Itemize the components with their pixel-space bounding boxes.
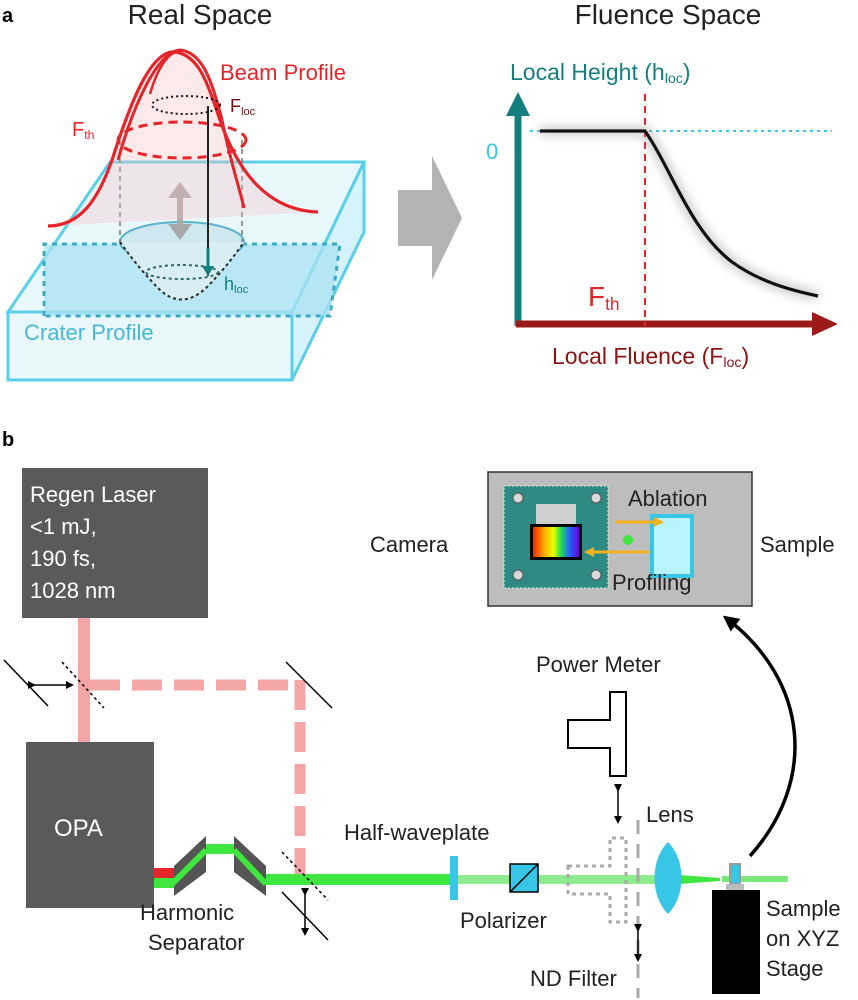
beam-profile-label: Beam Profile [220, 60, 346, 85]
polarizer-label: Polarizer [460, 908, 547, 933]
fundamental-beam [78, 618, 306, 880]
inset-sample [650, 514, 694, 578]
h-loc-label: hloc [224, 274, 249, 296]
stage-label-line-2: on XYZ [766, 926, 839, 951]
sample-label: Sample [760, 532, 835, 557]
laser-line-3: 190 fs, [30, 546, 96, 571]
ablation-label: Ablation [628, 486, 708, 511]
opa-label: OPA [54, 815, 103, 842]
harmonic-separator-line-1: Harmonic [140, 900, 234, 925]
harmonic-separator [169, 836, 269, 896]
crater-profile-label: Crater Profile [24, 320, 154, 345]
flip-mirror-1 [3, 659, 105, 709]
height-curve [540, 129, 819, 298]
real-space-title: Real Space [128, 0, 273, 30]
flip-mirror-3 [281, 851, 329, 941]
beam-profile [47, 48, 319, 276]
half-waveplate-label: Half-waveplate [344, 820, 490, 845]
laser-line-1: Regen Laser [30, 482, 156, 507]
opa-box [26, 742, 154, 908]
camera-label: Camera [370, 532, 449, 557]
green-beam [266, 874, 458, 885]
regen-laser-box [22, 468, 208, 618]
polarizer [509, 863, 539, 893]
threshold-label: Fth [588, 281, 620, 314]
x-axis-label: Local Fluence (Floc) [552, 343, 749, 371]
half-waveplate [450, 856, 458, 900]
mirror-2 [285, 661, 333, 709]
panel-a-label: a [2, 5, 14, 27]
zoom-arrow [722, 615, 797, 858]
gray-double-arrow [168, 182, 192, 240]
laser-line-4: 1028 nm [30, 578, 116, 603]
green-spot [623, 535, 633, 545]
harmonic-separator-line-2: Separator [148, 930, 245, 955]
sample-stage [712, 863, 760, 994]
stage-label-line-3: Stage [766, 956, 824, 981]
green-beam-2 [458, 875, 658, 884]
laser-line-2: <1 mJ, [30, 514, 97, 539]
transform-arrow [398, 156, 462, 280]
panel-b-label: b [2, 429, 14, 451]
lens-label: Lens [646, 802, 694, 827]
stage-label-line-1: Sample [766, 896, 841, 921]
green-beam-tail [722, 876, 788, 882]
fluence-plot: Local Height (hloc) 0 Fth Local Fluence … [486, 59, 838, 371]
power-meter-label: Power Meter [536, 652, 661, 677]
f-loc-label: Floc [230, 96, 256, 118]
camera-screws [512, 492, 602, 581]
lens [654, 842, 682, 914]
height-curve-shadow [540, 126, 819, 301]
y-axis-label: Local Height (hloc) [510, 59, 691, 87]
red-output [154, 868, 174, 878]
guide-lines [119, 140, 243, 242]
camera-spectrum [533, 527, 579, 557]
f-th-label: Fth [72, 119, 95, 142]
nd-filter-label: ND Filter [530, 966, 617, 991]
power-meter [567, 691, 627, 777]
profiling-label: Profiling [612, 570, 691, 595]
green-output-1 [154, 878, 174, 888]
zero-label: 0 [486, 139, 498, 164]
power-meter-inbeam [566, 836, 628, 924]
fluence-space-title: Fluence Space [575, 0, 762, 30]
laser-specs: Regen Laser <1 mJ, 190 fs, 1028 nm [30, 482, 156, 603]
